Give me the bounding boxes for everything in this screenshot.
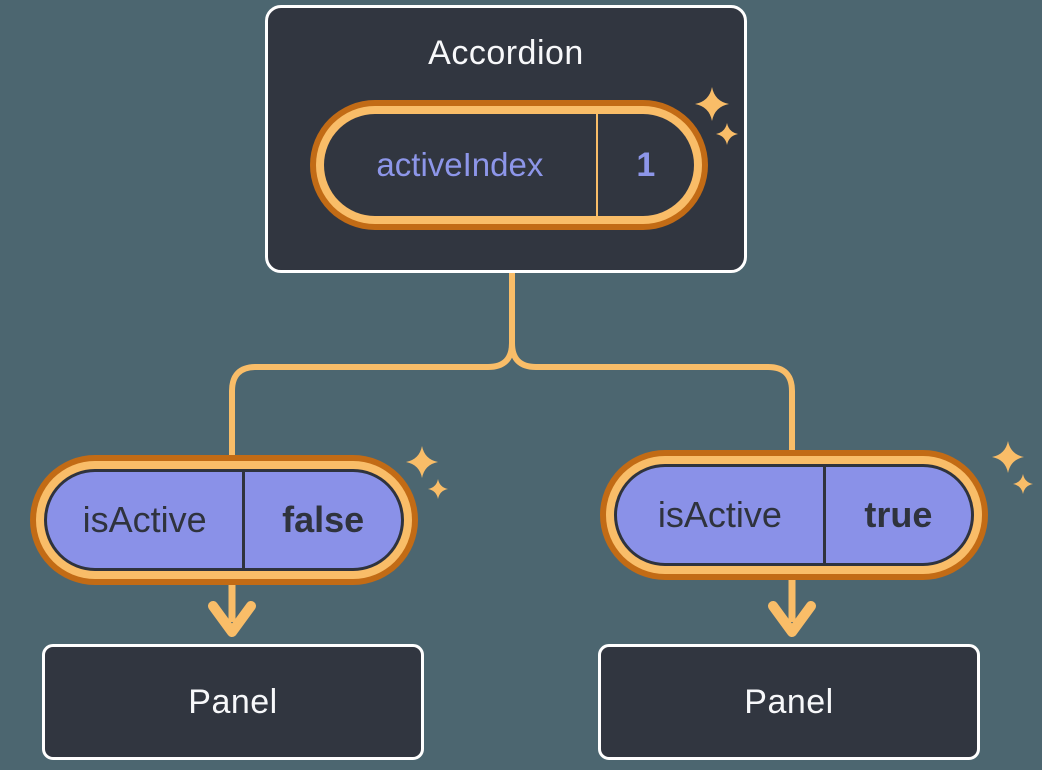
prop-pill-right-body: isActive true [614,464,974,566]
state-pill-ring: activeIndex 1 [316,106,702,224]
prop-pill-left-label: isActive [82,499,207,540]
panel-left-title: Panel [188,682,278,721]
state-pill-label: activeIndex [376,146,544,183]
prop-pill-right-label-cell: isActive [617,467,826,563]
prop-pill-left: isActive false [30,455,418,585]
accordion-title: Accordion [428,34,584,72]
arrow-down-right-icon [768,572,816,637]
sparkle-icon [406,446,448,499]
state-pill-label-cell: activeIndex [324,114,598,216]
state-pill-value: 1 [636,145,656,184]
prop-pill-right-ring: isActive true [606,456,982,574]
prop-pill-right-value: true [864,494,933,535]
prop-pill-left-value: false [282,499,365,540]
panel-right-title: Panel [744,682,834,721]
panel-box-left: Panel [42,644,424,760]
branch-line-right [509,272,795,466]
prop-pill-right-value-cell: true [826,467,971,563]
state-pill-body: activeIndex 1 [324,114,694,216]
branch-line-left [229,272,515,470]
state-pill-value-cell: 1 [598,114,694,216]
sparkle-icon [992,441,1033,494]
panel-box-right: Panel [598,644,980,760]
prop-pill-left-ring: isActive false [36,461,412,579]
state-pill: activeIndex 1 [310,100,708,230]
prop-pill-left-value-cell: false [245,472,401,568]
prop-pill-right: isActive true [600,450,988,580]
prop-pill-left-body: isActive false [44,469,404,571]
prop-pill-left-label-cell: isActive [47,472,246,568]
prop-pill-right-label: isActive [657,494,782,535]
